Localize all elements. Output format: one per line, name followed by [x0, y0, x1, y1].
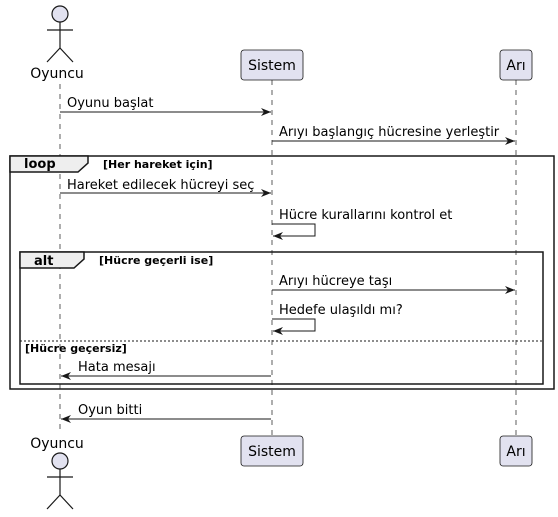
actor-player-label: Oyuncu [30, 66, 84, 82]
participant-bee-bottom: Arı [499, 435, 533, 467]
alt-condition: [Hücre geçerli ise] [99, 254, 213, 267]
message-game-over: Oyun bitti [78, 403, 142, 418]
arrow-goal-check [272, 318, 316, 335]
participant-bee-label: Arı [506, 58, 525, 74]
participant-bee-top: Arı [499, 49, 533, 81]
message-goal-check: Hedefe ulaşıldı mı? [279, 303, 403, 318]
actor-icon [46, 5, 74, 63]
participant-system-top: Sistem [240, 49, 304, 81]
message-start-game: Oyunu başlat [67, 96, 153, 111]
actor-player-label-bottom: Oyuncu [30, 436, 84, 452]
participant-system-label: Sistem [248, 58, 296, 74]
actor-icon [46, 452, 74, 510]
message-select-cell: Hareket edilecek hücreyi seç [67, 178, 254, 193]
participant-system-bottom: Sistem [240, 435, 304, 467]
participant-bee-label-bottom: Arı [506, 444, 525, 460]
alt-frame: alt [Hücre geçerli ise] [Hücre geçersiz] [19, 251, 544, 385]
loop-frame: loop [Her hareket için] [9, 155, 555, 390]
message-error: Hata mesajı [78, 360, 156, 375]
loop-keyword: loop [24, 157, 56, 172]
else-condition: [Hücre geçersiz] [25, 342, 127, 355]
message-check-rules: Hücre kurallarını kontrol et [279, 208, 452, 223]
message-move-bee: Arıyı hücreye taşı [279, 274, 392, 289]
participant-system-label-bottom: Sistem [248, 444, 296, 460]
actor-player-bottom: Oyuncu [30, 436, 84, 510]
message-place-bee: Arıyı başlangıç hücresine yerleştir [279, 125, 500, 140]
arrow-check-rules [272, 223, 316, 240]
actor-player-top: Oyuncu [30, 5, 84, 82]
alt-keyword: alt [34, 254, 53, 269]
loop-condition: [Her hareket için] [103, 158, 213, 171]
